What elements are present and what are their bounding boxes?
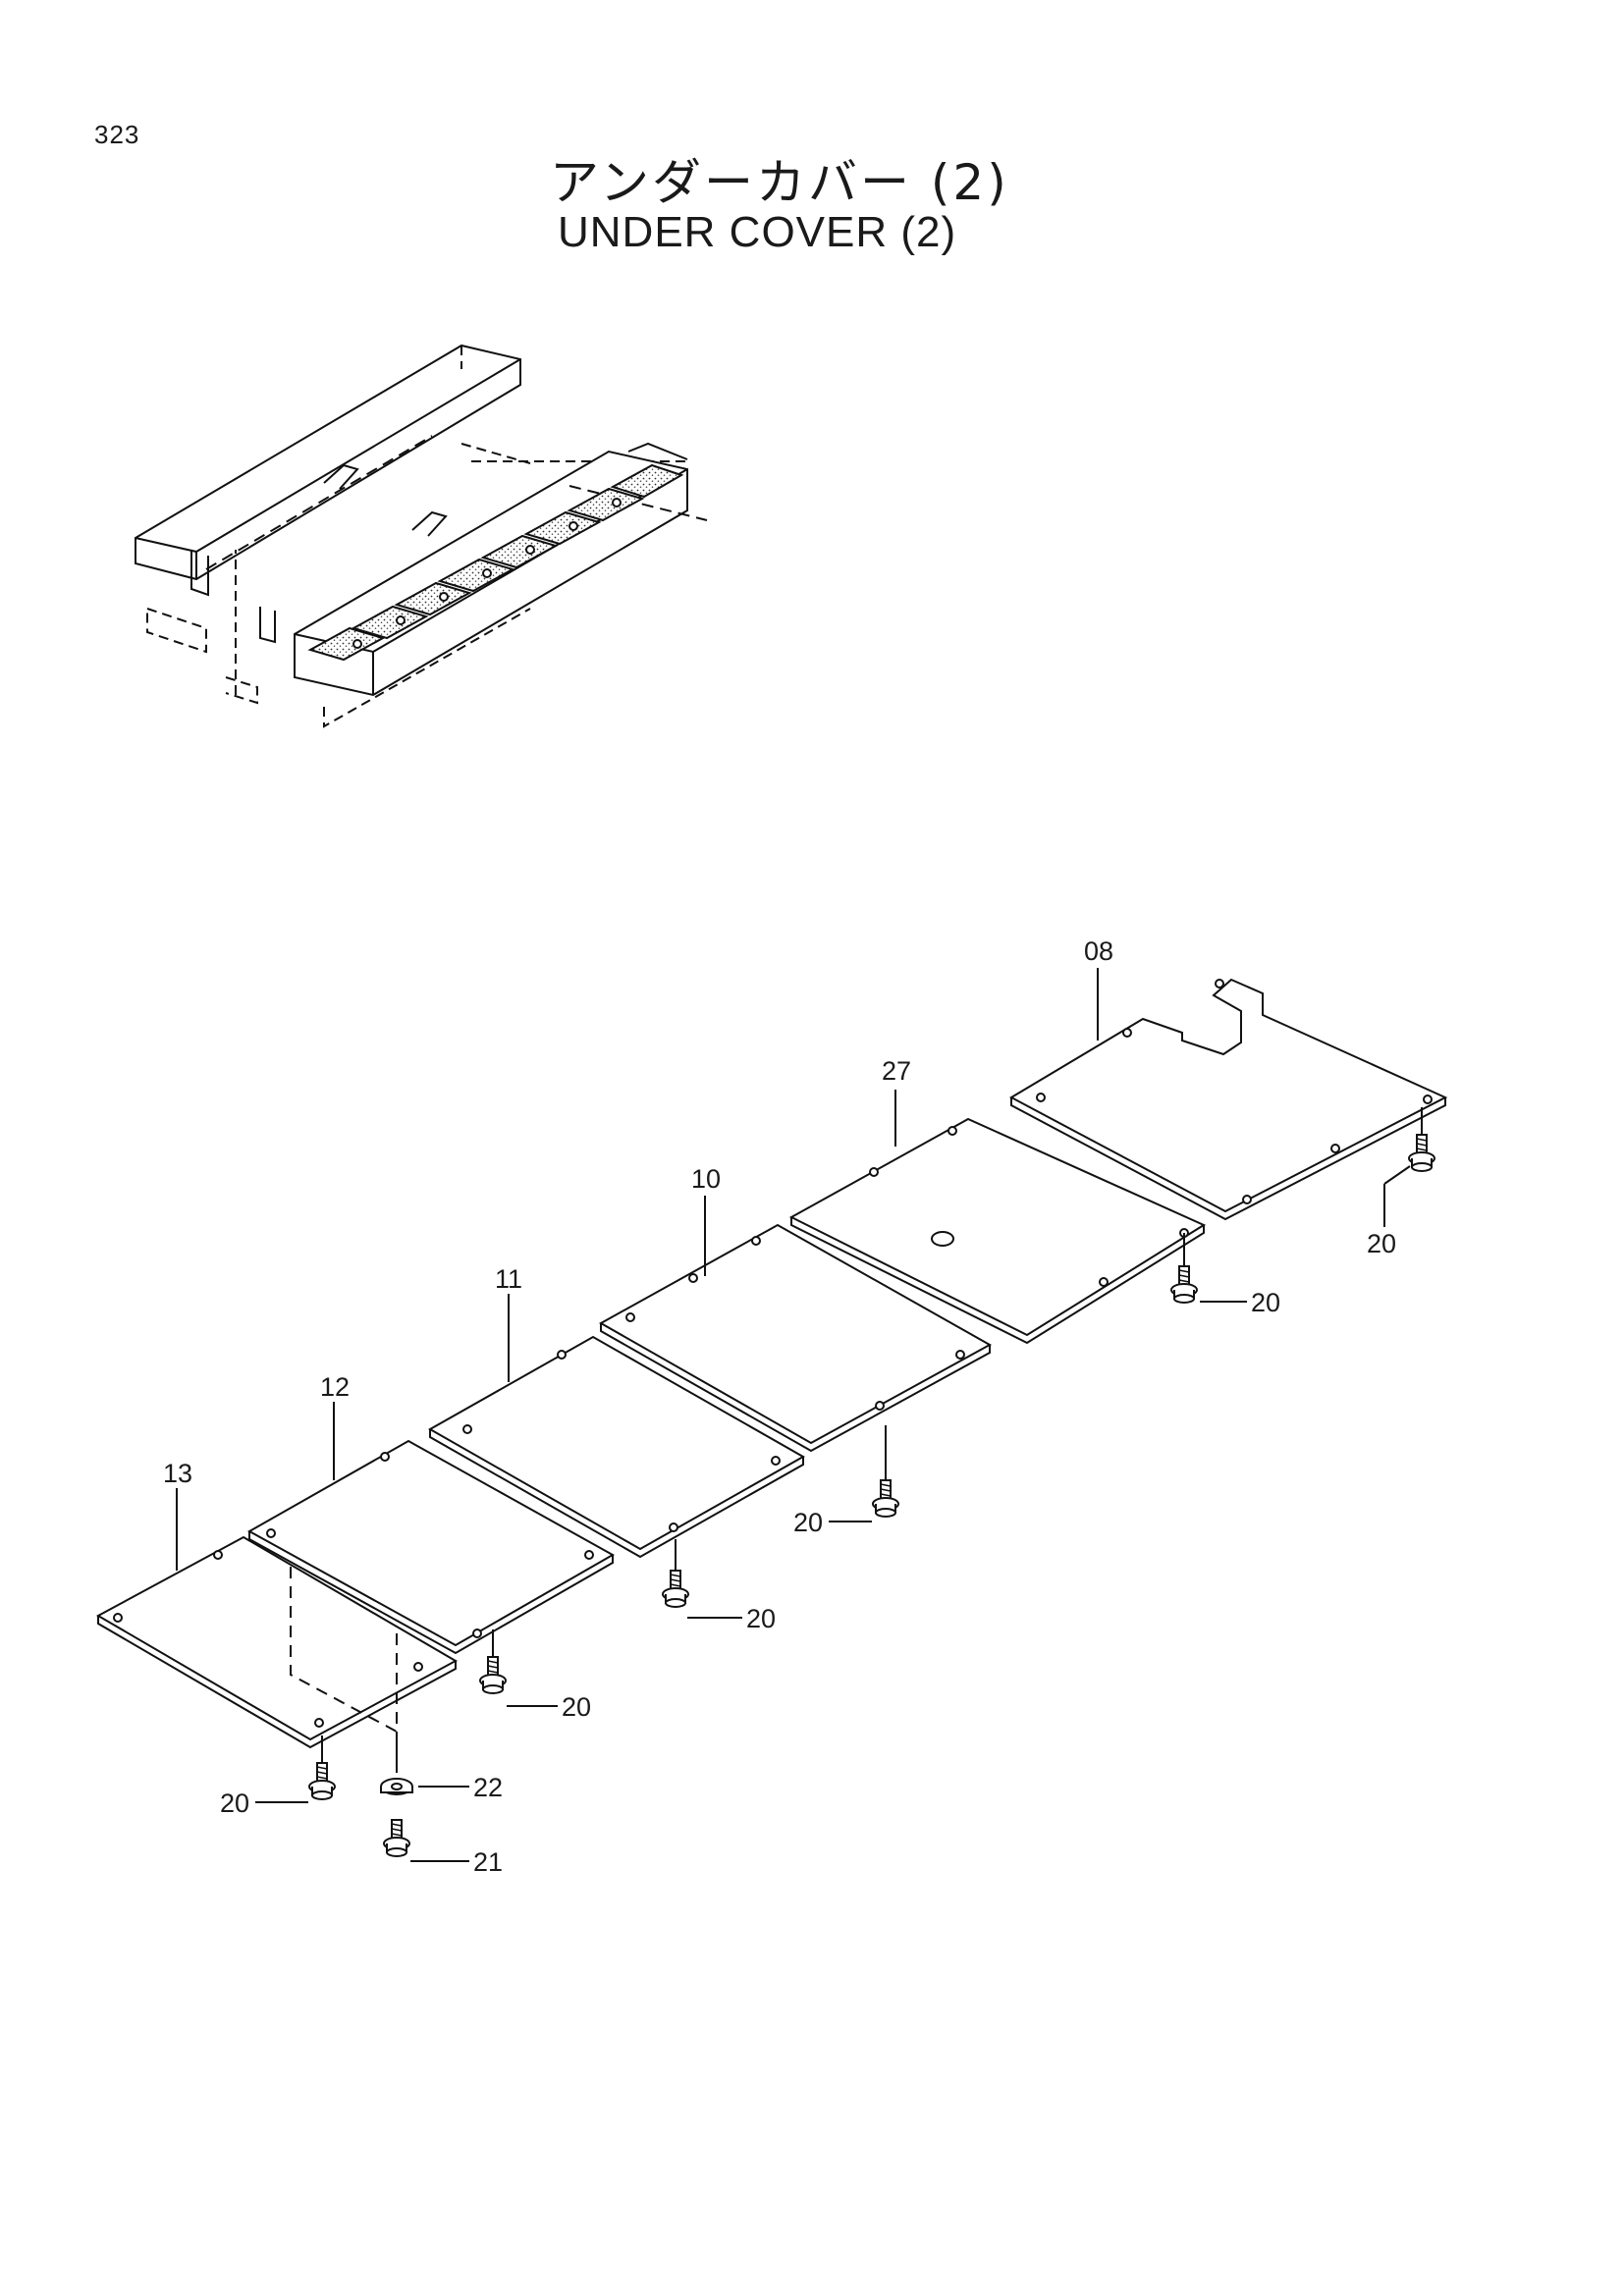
callout-12: 12 (320, 1372, 350, 1402)
callout-11: 11 (495, 1264, 522, 1294)
bolt-20-a (1408, 1134, 1435, 1172)
callout-10: 10 (691, 1164, 721, 1194)
callout-21: 21 (473, 1847, 503, 1877)
callout-13: 13 (163, 1459, 192, 1488)
plate-11 (427, 1335, 806, 1559)
bolt-20-c (872, 1479, 899, 1518)
callout-08: 08 (1084, 936, 1113, 966)
bolt-20-b (1170, 1265, 1198, 1304)
plate-10 (598, 1223, 993, 1453)
callout-20-a: 20 (1367, 1229, 1396, 1258)
bolt-20-d (662, 1570, 689, 1608)
bolt-21 (383, 1819, 410, 1857)
plate-13 (95, 1535, 459, 1749)
washer-22 (380, 1778, 413, 1795)
leader-lines (176, 968, 1423, 1862)
bolt-20-e (479, 1656, 507, 1694)
bolt-20-f (308, 1762, 336, 1800)
plate-08 (1008, 978, 1448, 1221)
page-title-japanese: アンダーカバー (2) (550, 154, 1009, 211)
callout-20-f: 20 (220, 1789, 249, 1818)
callout-20-b: 20 (1251, 1288, 1280, 1317)
plate-27 (788, 1117, 1207, 1345)
overview-frame-drawing (135, 344, 708, 728)
assembly-dashed-lines (290, 1567, 398, 1733)
cover-plates (95, 978, 1448, 1749)
callout-20-e: 20 (562, 1692, 591, 1722)
plate-12 (246, 1439, 616, 1655)
page-number: 323 (94, 120, 140, 149)
callout-20-d: 20 (746, 1604, 776, 1633)
callout-27: 27 (882, 1056, 911, 1086)
callout-22: 22 (473, 1773, 503, 1802)
page-title-english: UNDER COVER (2) (558, 208, 957, 256)
callout-20-c: 20 (793, 1508, 823, 1537)
